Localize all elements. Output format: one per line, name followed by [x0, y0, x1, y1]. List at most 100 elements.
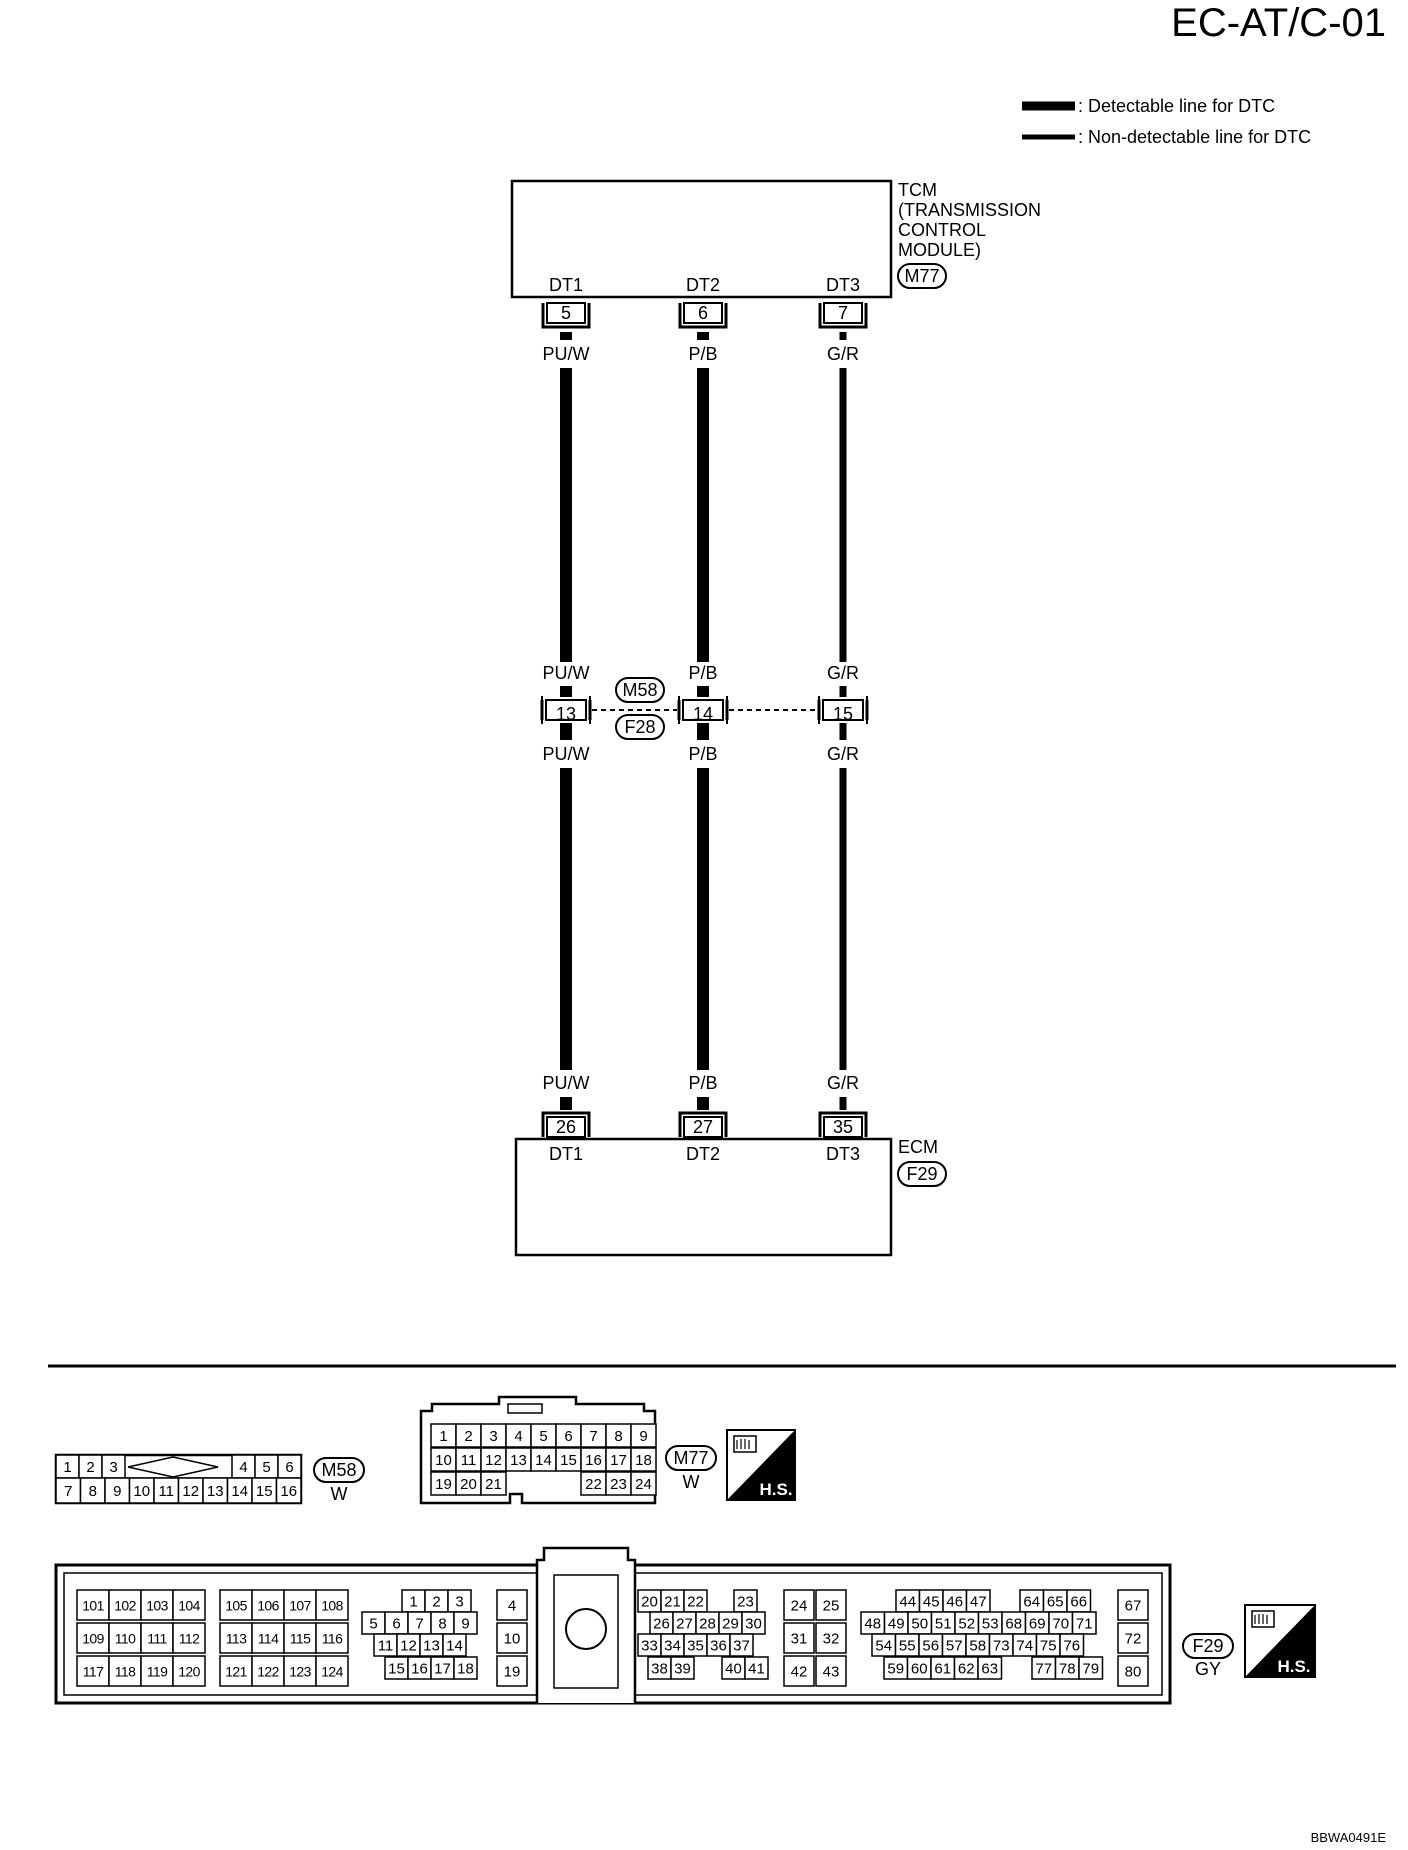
connector-pin-label: 15 [256, 1483, 273, 1500]
connector-pin: 65 [1042, 1589, 1068, 1613]
connector-pin: 7 [580, 1423, 607, 1448]
page-id: EC-AT/C-01 [1171, 1, 1386, 45]
connector-pin-label: 110 [115, 1631, 136, 1647]
connector-pin-label: 2 [432, 1594, 440, 1611]
connector-pin-cell [76, 1589, 110, 1621]
hand-icon [1254, 1614, 1268, 1624]
connector-pin: 101 [76, 1589, 110, 1621]
tcm-name-line-1: TCM [898, 180, 937, 200]
connector-pin: 74 [1012, 1633, 1038, 1657]
connector-pin-label: 71 [1076, 1616, 1093, 1633]
terminal-bracket [678, 1111, 728, 1137]
connector-pin-cell [496, 1655, 528, 1687]
connector-pin-label: 2 [464, 1428, 472, 1445]
connector-pin-label: 4 [239, 1459, 247, 1476]
connector-pin: 6 [277, 1454, 302, 1479]
connector-pin: 18 [630, 1447, 657, 1472]
connector-pin: 47 [965, 1589, 991, 1613]
ecm-terminal-name: DT2 [686, 1144, 720, 1164]
connector-pin-label: 33 [641, 1638, 658, 1655]
connector-pin: 22 [580, 1471, 607, 1496]
connector-id-oval [313, 1457, 365, 1483]
connector-pin-label: 2 [86, 1459, 94, 1476]
connector-pin-label: 102 [114, 1598, 136, 1614]
connector-pin-label: 47 [970, 1594, 987, 1611]
connector-pin-label: 80 [1125, 1664, 1142, 1681]
terminal-pin-box [546, 1116, 586, 1138]
connector-pin-label: 21 [664, 1594, 681, 1611]
connector-pin-cell [815, 1655, 847, 1687]
connector-pin: 8 [430, 1611, 455, 1635]
connector-pin: 32 [815, 1622, 847, 1654]
connector-pin-label: 59 [887, 1661, 904, 1678]
connector-pin-label: 75 [1040, 1638, 1057, 1655]
connector-pin: 11 [153, 1477, 180, 1504]
connector-pin-label: 46 [946, 1594, 963, 1611]
connector-pin-cell [442, 1633, 467, 1657]
hs-label: H.S. [1277, 1657, 1310, 1676]
hs-label: H.S. [759, 1480, 792, 1499]
connector-pin-cell [283, 1622, 317, 1654]
connector-pin-label: 7 [415, 1616, 423, 1633]
wire-color-label: P/B [688, 744, 717, 764]
connector-latch [507, 1403, 543, 1414]
connector-pin-label: 14 [535, 1452, 552, 1469]
connector-pin: 62 [953, 1656, 979, 1680]
connector-pin-cell [1117, 1655, 1149, 1687]
connector-pin-label: 44 [899, 1594, 916, 1611]
connector-pin-cell [630, 1423, 657, 1448]
connector-pin: 14 [530, 1447, 557, 1472]
connector-pin-label: 104 [178, 1598, 200, 1614]
connector-pin: 25 [815, 1589, 847, 1621]
connector-pin-cell [79, 1477, 106, 1504]
tcm-name-line-3: CONTROL [898, 220, 986, 240]
tcm-connector-id: M77 [904, 266, 939, 286]
tcm-box [510, 179, 893, 299]
connector-pin: 4 [505, 1423, 532, 1448]
ecm-name: ECM [898, 1137, 938, 1157]
connector-key-diamond [127, 1456, 219, 1478]
connector-pin: 24 [783, 1589, 815, 1621]
connector-pin-label: 14 [446, 1638, 463, 1655]
connector-pin-label: 8 [438, 1616, 446, 1633]
connector-pin: 2 [78, 1454, 103, 1479]
connector-pin-label: 79 [1082, 1661, 1099, 1678]
connector-pin-label: 66 [1070, 1594, 1087, 1611]
connector-pin-label: 3 [455, 1594, 463, 1611]
connector-pin-label: 4 [508, 1598, 516, 1615]
connector-pin-label: 16 [280, 1483, 297, 1500]
terminal-pin-box [823, 1116, 863, 1138]
connector-pin: 116 [315, 1622, 349, 1654]
connector-pin: 30 [741, 1611, 766, 1635]
connector-guide-hole [565, 1608, 607, 1650]
connector-pin-cell [108, 1622, 142, 1654]
connector-pin-label: 61 [934, 1661, 951, 1678]
connector-pin-label: 5 [539, 1428, 547, 1445]
connector-pin-cell [496, 1622, 528, 1654]
connector-pin-label: 65 [1047, 1594, 1064, 1611]
connector-pin-label: 22 [585, 1476, 602, 1493]
connector-pin-cell [670, 1656, 695, 1680]
connector-pin-label: 56 [922, 1638, 939, 1655]
connector-pin: 67 [1117, 1589, 1149, 1621]
connector-pin-label: 64 [1023, 1594, 1040, 1611]
connector-pin-label: 28 [699, 1616, 716, 1633]
connector-pin: 58 [965, 1633, 991, 1657]
connector-pin-label: 105 [225, 1598, 247, 1614]
connector-pin-label: 27 [676, 1616, 693, 1633]
junction-pin-number: 14 [693, 704, 713, 724]
connector-pin: 118 [108, 1655, 142, 1687]
connector-pin: 121 [219, 1655, 253, 1687]
connector-pin-label: 74 [1016, 1638, 1033, 1655]
hs-badge-fill [727, 1430, 795, 1500]
connector-pin: 119 [140, 1655, 174, 1687]
connector-pin: 27 [672, 1611, 697, 1635]
connector-pin-cell [55, 1477, 82, 1504]
connector-pin: 50 [907, 1611, 933, 1635]
connector-pin-label: 45 [923, 1594, 940, 1611]
tcm-pin-number: 6 [698, 303, 708, 323]
connector-pin: 112 [172, 1622, 206, 1654]
connector-pin-label: 114 [258, 1631, 279, 1647]
connector-pin-label: 39 [674, 1661, 691, 1678]
connector-pin: 21 [480, 1471, 507, 1496]
